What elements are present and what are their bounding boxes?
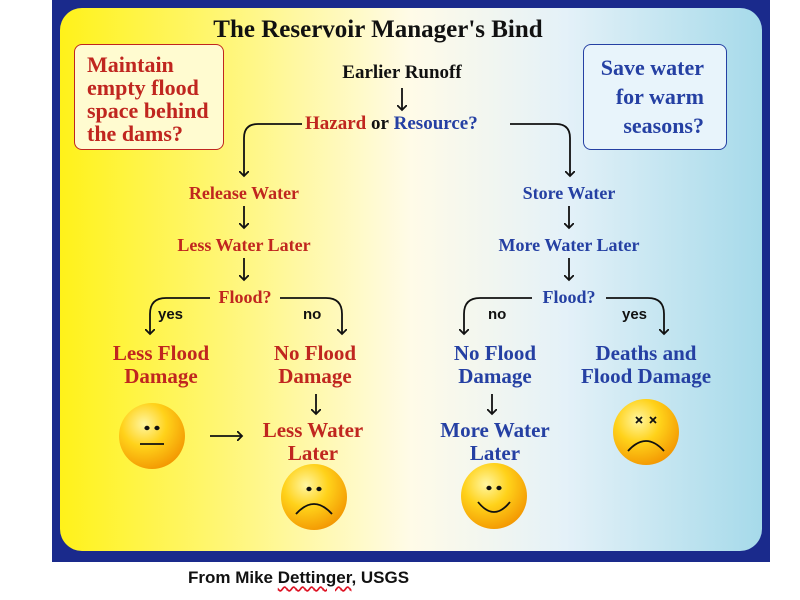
left-no-label: no	[303, 306, 322, 323]
outcome-line: Damage	[458, 364, 532, 388]
smiley-face-icon	[461, 463, 527, 529]
resource-box-line: Save water	[600, 55, 704, 80]
frame-top-stripe	[52, 0, 770, 5]
arrow-resource-branch	[510, 123, 570, 176]
more-water-later-label: More Water Later	[498, 235, 640, 255]
hazard-or-resource-label: Hazard or Resource?	[305, 113, 515, 135]
or-word: or	[370, 113, 389, 134]
arrow-right-no	[464, 297, 532, 334]
no-flood-damage-left-outcome: No Flood Damage	[250, 342, 380, 388]
hazard-box-line: space behind	[87, 98, 209, 123]
outcome-line: Less Flood	[112, 341, 210, 365]
outcome-line: Later	[469, 441, 521, 465]
arrow-left-yes	[150, 297, 210, 334]
hazard-word: Hazard	[305, 113, 367, 134]
less-flood-damage-outcome: Less Flood Damage	[96, 342, 226, 388]
dead-face-icon	[613, 399, 679, 465]
outcome-line: Damage	[278, 364, 352, 388]
left-yes-label: yes	[158, 306, 184, 323]
release-water-label: Release Water	[188, 183, 300, 203]
arrow-right-yes	[606, 297, 664, 334]
hazard-box-line: the dams?	[87, 121, 183, 146]
outcome-line: No Flood	[273, 341, 357, 365]
resource-question-box: Save water for warm seasons?	[583, 44, 727, 150]
outcome-line: More Water	[440, 418, 550, 442]
credit-prefix: From Mike	[188, 568, 278, 587]
credit-suffix: , USGS	[351, 568, 410, 587]
right-yes-label: yes	[622, 306, 648, 323]
neutral-face-icon	[119, 403, 185, 469]
hazard-box-line: Maintain	[87, 52, 174, 77]
outcome-line: Later	[287, 441, 339, 465]
no-flood-damage-right-outcome: No Flood Damage	[430, 342, 560, 388]
deaths-flood-damage-outcome: Deaths and Flood Damage	[566, 342, 726, 388]
outcome-line: No Flood	[453, 341, 537, 365]
right-no-label: no	[488, 306, 507, 323]
hazard-question-box: Maintain empty flood space behind the da…	[74, 44, 224, 150]
less-water-later-outcome: Less Water Later	[248, 419, 378, 465]
source-credit: From Mike Dettinger, USGS	[188, 568, 409, 588]
resource-box-line: seasons?	[623, 113, 704, 138]
resource-word: Resource?	[393, 113, 478, 134]
left-flood-question: Flood?	[218, 287, 272, 307]
hazard-box-line: empty flood	[87, 75, 199, 100]
arrow-left-no	[280, 297, 342, 334]
outcome-line: Damage	[124, 364, 198, 388]
right-flood-question: Flood?	[542, 287, 596, 307]
resource-box-line: for warm	[615, 84, 704, 109]
diagram-title: The Reservoir Manager's Bind	[213, 16, 543, 43]
credit-name: Dettinger	[277, 568, 352, 587]
more-water-later-outcome: More Water Later	[428, 419, 562, 465]
frown-face-icon	[281, 464, 347, 530]
outcome-line: Flood Damage	[580, 364, 712, 388]
arrow-hazard-branch	[244, 123, 302, 176]
store-water-label: Store Water	[522, 183, 616, 203]
earlier-runoff-label: Earlier Runoff	[342, 62, 462, 83]
outcome-line: Deaths and	[595, 341, 697, 365]
outcome-line: Less Water	[262, 418, 364, 442]
less-water-later-label: Less Water Later	[177, 235, 311, 255]
